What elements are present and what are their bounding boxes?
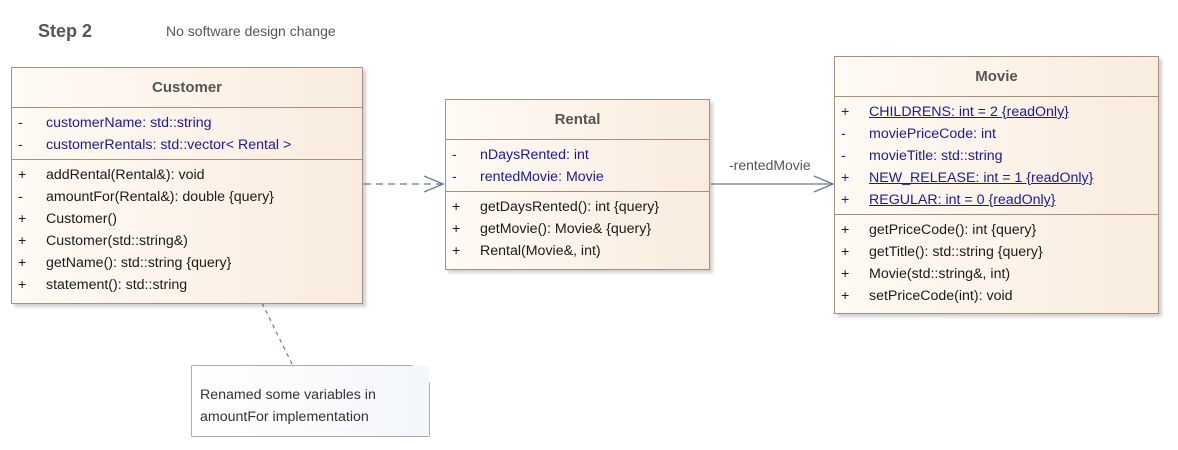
attribute-row[interactable]: +REGULAR: int = 0 {readOnly} bbox=[841, 192, 1056, 208]
attribute-row[interactable]: -movieTitle: std::string bbox=[841, 148, 1003, 164]
operation-row[interactable]: +Customer(std::string&) bbox=[18, 233, 188, 249]
operations-compartment: +getPriceCode(): int {query} +getTitle()… bbox=[835, 215, 1158, 310]
association-arrowhead bbox=[813, 175, 835, 193]
attribute-row[interactable]: +CHILDRENS: int = 2 {readOnly} bbox=[841, 104, 1069, 120]
step-title: Step 2 bbox=[38, 21, 93, 41]
attributes-compartment: +CHILDRENS: int = 2 {readOnly} -moviePri… bbox=[835, 97, 1158, 215]
rented-movie-role-label: -rentedMovie bbox=[729, 157, 811, 173]
note-anchor-line bbox=[261, 302, 294, 367]
operation-row[interactable]: +addRental(Rental&): void bbox=[18, 167, 205, 183]
class-name: Customer bbox=[12, 68, 362, 108]
attribute-row[interactable]: +NEW_RELEASE: int = 1 {readOnly} bbox=[841, 170, 1094, 186]
class-movie[interactable]: Movie +CHILDRENS: int = 2 {readOnly} -mo… bbox=[834, 56, 1159, 314]
attribute-row[interactable]: -nDaysRented: int bbox=[452, 147, 589, 163]
operation-row[interactable]: -amountFor(Rental&): double {query} bbox=[18, 189, 274, 205]
attribute-row[interactable]: -rentedMovie: Movie bbox=[452, 169, 604, 185]
operation-row[interactable]: +statement(): std::string bbox=[18, 277, 188, 293]
attributes-compartment: -customerName: std::string -customerRent… bbox=[12, 108, 362, 160]
operations-compartment: +addRental(Rental&): void -amountFor(Ren… bbox=[12, 160, 362, 299]
operation-row[interactable]: +getPriceCode(): int {query} bbox=[841, 222, 1037, 238]
class-name: Rental bbox=[446, 100, 709, 140]
operation-row[interactable]: +getMovie(): Movie& {query} bbox=[452, 221, 652, 237]
note-line: amountFor implementation bbox=[200, 409, 369, 425]
step-subtitle: No software design change bbox=[166, 23, 336, 39]
attribute-row[interactable]: -customerName: std::string bbox=[18, 115, 212, 131]
class-customer[interactable]: Customer -customerName: std::string -cus… bbox=[11, 67, 363, 304]
operation-row[interactable]: +getDaysRented(): int {query} bbox=[452, 199, 660, 215]
operation-row[interactable]: +setPriceCode(int): void bbox=[841, 288, 1013, 304]
note-line: Renamed some variables in bbox=[200, 387, 376, 403]
operation-row[interactable]: +Movie(std::string&, int) bbox=[841, 266, 1011, 282]
operations-compartment: +getDaysRented(): int {query} +getMovie(… bbox=[446, 192, 709, 265]
dependency-arrowhead bbox=[423, 175, 445, 193]
operation-row[interactable]: +Rental(Movie&, int) bbox=[452, 243, 601, 259]
operation-row[interactable]: +Customer() bbox=[18, 211, 117, 227]
operation-row[interactable]: +getName(): std::string {query} bbox=[18, 255, 232, 271]
attribute-row[interactable]: -moviePriceCode: int bbox=[841, 126, 996, 142]
class-name: Movie bbox=[835, 57, 1158, 97]
attribute-row[interactable]: -customerRentals: std::vector< Rental > bbox=[18, 137, 292, 153]
note-text: Renamed some variables in amountFor impl… bbox=[200, 384, 376, 428]
operation-row[interactable]: +getTitle(): std::string {query} bbox=[841, 244, 1043, 260]
attributes-compartment: -nDaysRented: int -rentedMovie: Movie bbox=[446, 140, 709, 192]
class-rental[interactable]: Rental -nDaysRented: int -rentedMovie: M… bbox=[445, 99, 710, 270]
note[interactable]: Renamed some variables in amountFor impl… bbox=[192, 366, 429, 436]
